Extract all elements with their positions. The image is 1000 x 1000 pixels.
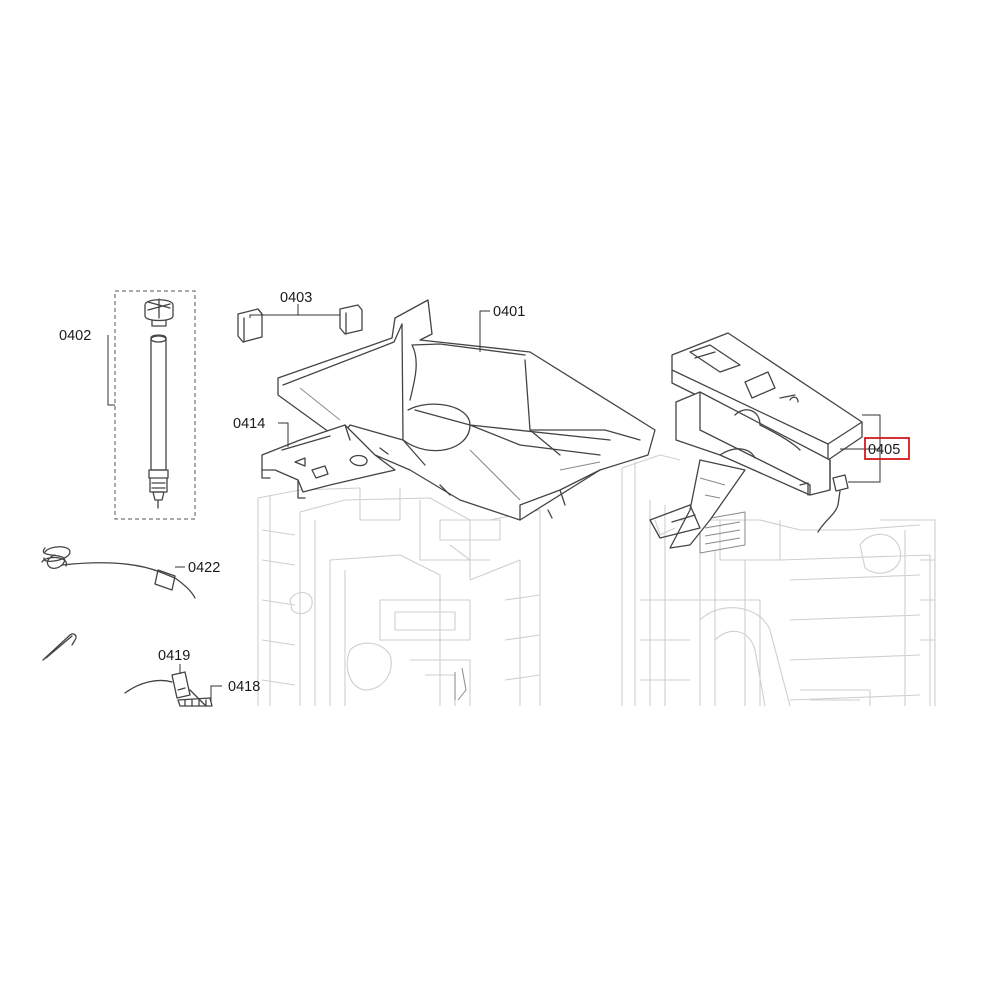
leader-0414 (278, 422, 289, 447)
label-0418[interactable]: 0418 (228, 679, 260, 695)
part-labels: 0402 0403 0401 0414 0422 0419 0418 0405 (59, 290, 910, 695)
part-0422-cable[interactable] (41, 546, 196, 599)
leader-0405 (840, 414, 881, 483)
part-hook-clip[interactable] (42, 633, 77, 661)
label-0422[interactable]: 0422 (188, 560, 220, 576)
part-0419-connector[interactable] (124, 671, 206, 706)
part-0405-dispenser[interactable] (649, 332, 863, 549)
part-0403-caps[interactable] (237, 304, 363, 343)
part-0401-tray[interactable] (277, 299, 656, 521)
leader-0402 (107, 335, 115, 406)
housing-frame-left (257, 487, 541, 706)
part-0418-sensor[interactable] (177, 697, 213, 707)
label-0405[interactable]: 0405 (868, 442, 900, 458)
leader-lines (107, 304, 881, 702)
label-0419[interactable]: 0419 (158, 648, 190, 664)
part-0402-group-box (114, 290, 196, 520)
part-0414-bracket[interactable] (261, 424, 396, 499)
housing-frame-right (621, 454, 936, 707)
part-0402-assembly[interactable] (114, 290, 196, 520)
highlight-box-0405 (864, 437, 910, 460)
label-0402[interactable]: 0402 (59, 328, 91, 344)
leader-0401 (479, 310, 490, 352)
label-0401[interactable]: 0401 (493, 304, 525, 320)
leader-0403 (249, 304, 340, 318)
label-0403[interactable]: 0403 (280, 290, 312, 306)
label-0414[interactable]: 0414 (233, 416, 265, 432)
leader-0418 (210, 685, 222, 702)
